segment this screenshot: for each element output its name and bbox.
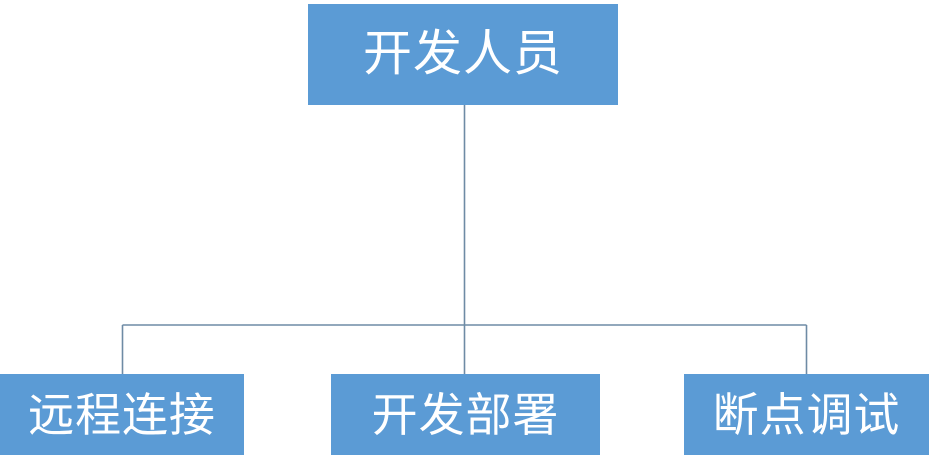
org-node-development-deployment-label: 开发部署 — [371, 388, 560, 441]
org-node-breakpoint-debugging-label: 断点调试 — [712, 388, 901, 441]
org-node-remote-connection[interactable]: 远程连接 — [0, 374, 244, 455]
org-node-root[interactable]: 开发人员 — [308, 4, 618, 105]
org-node-development-deployment[interactable]: 开发部署 — [331, 374, 600, 455]
org-node-root-label: 开发人员 — [363, 27, 563, 81]
org-node-breakpoint-debugging[interactable]: 断点调试 — [684, 374, 929, 455]
org-node-remote-connection-label: 远程连接 — [28, 388, 216, 441]
